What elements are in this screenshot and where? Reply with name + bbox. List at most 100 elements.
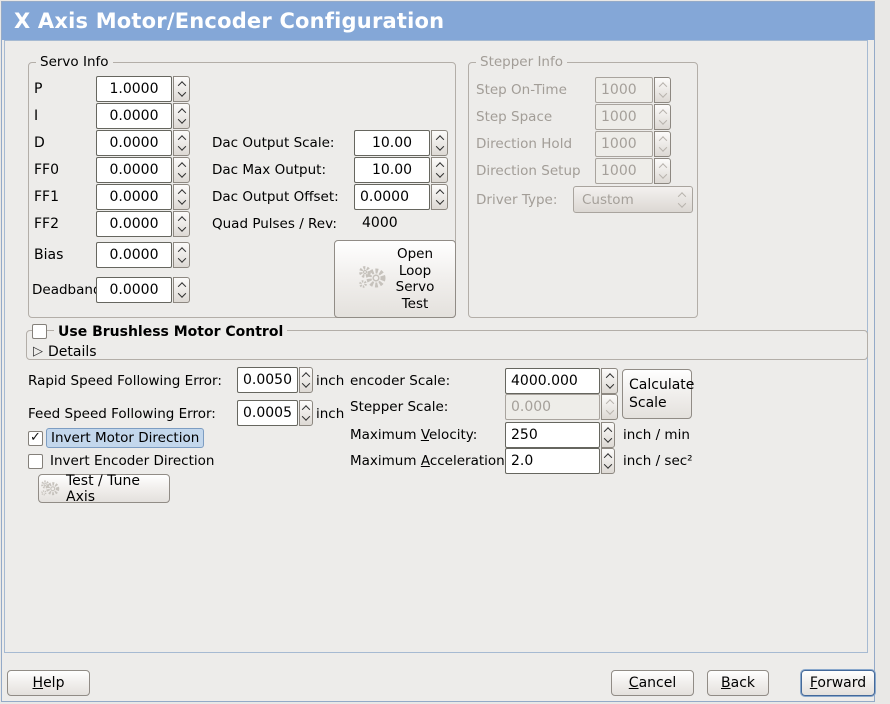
d-spin-buttons[interactable] — [173, 130, 190, 156]
spin-down-icon — [435, 142, 444, 151]
dac-output-offset-spin-buttons[interactable] — [431, 184, 448, 210]
feed-following-error-unit: inch — [316, 406, 345, 422]
dac-output-scale-label: Dac Output Scale: — [212, 135, 335, 151]
ff1-label: FF1 — [34, 189, 60, 205]
invert-encoder-label[interactable]: Invert Encoder Direction — [50, 453, 215, 469]
expander-arrow-icon[interactable]: ▷ — [33, 344, 43, 359]
step-on-time-spinbox: 1000 — [595, 77, 671, 103]
combo-arrows-icon — [672, 191, 692, 208]
spin-down-icon — [177, 88, 186, 97]
invert-motor-label[interactable]: Invert Motor Direction — [46, 428, 205, 448]
bias-value: 0.0000 — [109, 247, 159, 263]
dac-max-output-spin-buttons[interactable] — [431, 157, 448, 183]
forward-label: Forward — [810, 675, 866, 691]
dac-output-scale-spin-buttons[interactable] — [431, 130, 448, 156]
spin-down-icon — [435, 169, 444, 178]
ff1-spin-buttons[interactable] — [173, 184, 190, 210]
calculate-scale-button[interactable]: Calculate Scale — [622, 369, 695, 419]
deadband-value: 0.0000 — [109, 282, 159, 298]
label-text: Maximum — [350, 427, 421, 443]
label-text: cceleration: — [429, 453, 510, 469]
ff2-input[interactable]: 0.0000 — [96, 211, 172, 237]
deadband-spinbox: 0.0000 — [96, 277, 190, 303]
step-space-spinbox: 1000 — [595, 104, 671, 130]
driver-type-combobox: Custom — [573, 186, 693, 213]
gears-icon — [356, 261, 388, 297]
dac-output-scale-input[interactable]: 10.00 — [354, 130, 430, 156]
p-spin-buttons[interactable] — [173, 76, 190, 102]
max-acceleration-value: 2.0 — [511, 453, 534, 469]
brushless-frame — [26, 330, 868, 360]
feed-following-error-spin-buttons[interactable] — [299, 400, 313, 426]
invert-motor-checkbox[interactable]: ✓ — [28, 431, 43, 446]
max-velocity-input[interactable]: 250 — [505, 422, 600, 448]
help-button[interactable]: Help — [7, 670, 90, 696]
use-brushless-checkbox[interactable] — [32, 324, 47, 339]
spin-down-icon — [301, 379, 311, 388]
direction-hold-spinbox: 1000 — [595, 131, 671, 157]
step-on-time-label: Step On-Time — [476, 82, 567, 98]
open-loop-servo-test-button[interactable]: Open Loop Servo Test — [334, 240, 456, 318]
encoder-scale-spin-buttons[interactable] — [601, 368, 618, 394]
button-line: Servo — [395, 279, 435, 295]
spin-down-icon — [177, 169, 186, 178]
ff0-spin-buttons[interactable] — [173, 157, 190, 183]
ff0-input[interactable]: 0.0000 — [96, 157, 172, 183]
direction-setup-spin-buttons — [654, 158, 671, 184]
d-input[interactable]: 0.0000 — [96, 130, 172, 156]
ff1-input[interactable]: 0.0000 — [96, 184, 172, 210]
encoder-scale-spinbox: 4000.000 — [505, 368, 618, 394]
p-input[interactable]: 1.0000 — [96, 76, 172, 102]
i-input[interactable]: 0.0000 — [96, 103, 172, 129]
ff2-spin-buttons[interactable] — [173, 211, 190, 237]
i-spinbox: 0.0000 — [96, 103, 190, 129]
direction-setup-label: Direction Setup — [476, 163, 581, 179]
encoder-scale-input[interactable]: 4000.000 — [505, 368, 600, 394]
rapid-following-error-spinbox: 0.0050 — [237, 367, 313, 393]
forward-button[interactable]: Forward — [801, 670, 875, 696]
deadband-input[interactable]: 0.0000 — [96, 277, 172, 303]
dac-max-output-input[interactable]: 10.00 — [354, 157, 430, 183]
dac-output-offset-label: Dac Output Offset: — [212, 189, 339, 205]
spin-down-icon — [605, 406, 614, 415]
max-acceleration-input[interactable]: 2.0 — [505, 448, 600, 474]
button-line: Loop — [398, 262, 432, 279]
ff2-spinbox: 0.0000 — [96, 211, 190, 237]
label-mnemonic: C — [628, 675, 639, 691]
dac-max-output-label: Dac Max Output: — [212, 162, 327, 178]
feed-following-error-input[interactable]: 0.0005 — [237, 400, 298, 426]
dac-output-offset-input[interactable]: 0.0000 — [354, 184, 430, 210]
deadband-spin-buttons[interactable] — [173, 277, 190, 303]
dac-output-offset-value: 0.0000 — [360, 189, 409, 205]
direction-hold-label: Direction Hold — [476, 136, 573, 152]
ff1-value: 0.0000 — [109, 189, 159, 205]
i-spin-buttons[interactable] — [173, 103, 190, 129]
invert-encoder-checkbox[interactable] — [28, 454, 43, 469]
button-line: Calculate — [629, 377, 695, 393]
open-loop-servo-test-label: Open Loop Servo Test — [396, 246, 435, 312]
rapid-following-error-unit: inch — [316, 373, 345, 389]
ff1-spinbox: 0.0000 — [96, 184, 190, 210]
stepper-scale-value: 0.000 — [511, 399, 552, 415]
driver-type-label: Driver Type: — [476, 192, 558, 208]
max-acceleration-spin-buttons[interactable] — [601, 448, 615, 474]
details-expander-label[interactable]: Details — [48, 344, 97, 360]
p-spinbox: 1.0000 — [96, 76, 190, 102]
cancel-button[interactable]: Cancel — [611, 670, 694, 696]
use-brushless-label[interactable]: Use Brushless Motor Control — [54, 324, 288, 340]
step-space-input: 1000 — [595, 104, 653, 130]
bias-spin-buttons[interactable] — [173, 242, 190, 268]
encoder-scale-value: 4000.000 — [511, 373, 578, 389]
rapid-following-error-spin-buttons[interactable] — [299, 367, 313, 393]
back-button[interactable]: Back — [707, 670, 769, 696]
spin-down-icon — [658, 143, 667, 152]
max-velocity-spin-buttons[interactable] — [601, 422, 615, 448]
spin-down-icon — [177, 223, 186, 232]
step-space-label: Step Space — [476, 109, 553, 125]
stepper-info-frame-title: Stepper Info — [476, 54, 568, 70]
label-text: elp — [43, 675, 65, 691]
rapid-following-error-input[interactable]: 0.0050 — [237, 367, 298, 393]
bias-input[interactable]: 0.0000 — [96, 242, 172, 268]
max-velocity-spinbox: 250 — [505, 422, 615, 448]
test-tune-axis-button[interactable]: Test / Tune Axis — [38, 473, 170, 505]
